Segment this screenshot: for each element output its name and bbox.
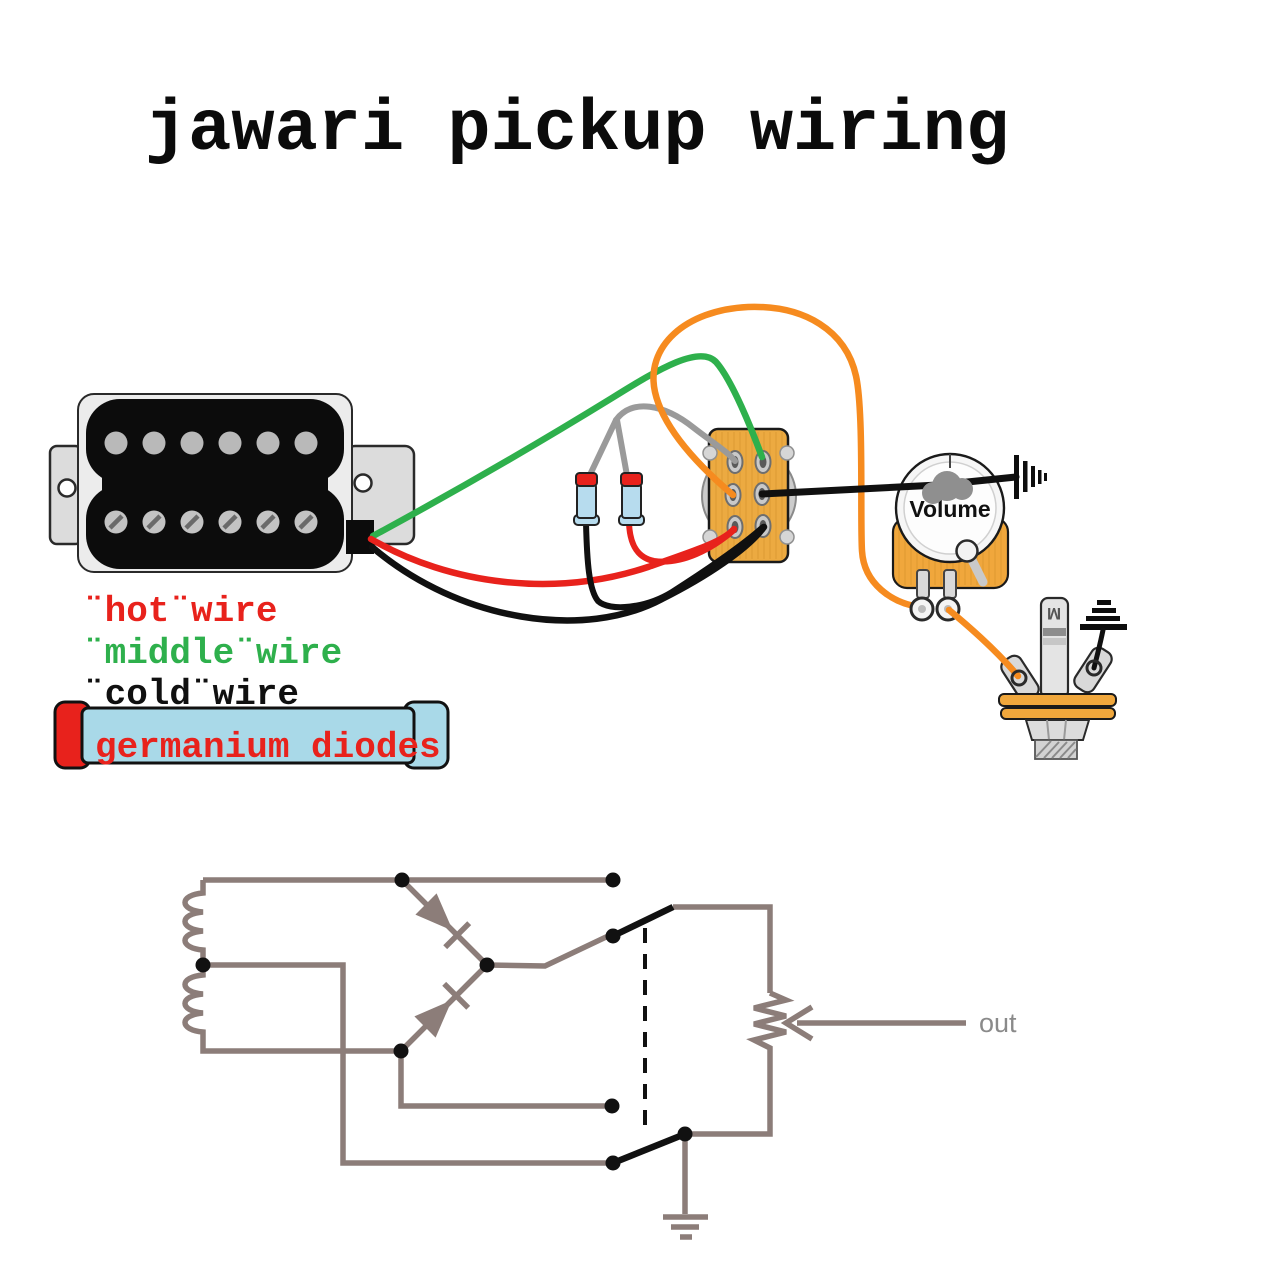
jack-ground-wire xyxy=(1091,627,1106,671)
net-coil-bottom xyxy=(398,1051,612,1109)
ground-icon-jack xyxy=(1080,600,1127,630)
germanium-diode-right xyxy=(618,472,645,526)
humbucker-pickup xyxy=(48,393,416,573)
junction-dots xyxy=(195,872,693,1171)
jack-nut xyxy=(1024,719,1091,741)
wiring xyxy=(367,303,924,624)
diode-band xyxy=(575,472,598,487)
pot-lug-stub xyxy=(943,569,957,599)
schematic: out xyxy=(182,872,1017,1240)
jack-thread-hatch xyxy=(1035,740,1077,759)
page-title: jawari pickup wiring xyxy=(145,89,1009,171)
legend-middle: ¨middle¨wire xyxy=(83,633,342,674)
diode2-triangle xyxy=(414,1000,452,1038)
output-jack: M xyxy=(945,596,1127,760)
legend: ¨hot¨wire ¨middle¨wire ¨cold¨wire german… xyxy=(53,591,450,770)
diode-band xyxy=(620,472,643,487)
diode2-bottom-lead-red xyxy=(626,520,737,565)
legend-diode-capsule xyxy=(53,700,450,770)
orange-wire-switch-to-pot xyxy=(650,303,924,611)
germanium-diode-left xyxy=(573,472,600,526)
jack-nut-facets xyxy=(1046,719,1067,741)
ground-icon-schematic xyxy=(663,1214,708,1240)
switch-notches xyxy=(702,445,795,545)
diode1-bottom-lead-black xyxy=(583,520,766,611)
ground-icon-volume xyxy=(1014,455,1047,499)
pickup-coils-symbol xyxy=(182,880,401,1054)
net-center-tap xyxy=(203,962,613,1166)
jack-lug-hole xyxy=(1085,659,1103,677)
legend-hot: ¨hot¨wire xyxy=(83,591,277,632)
diode1-triangle xyxy=(415,893,453,931)
pickup-bobbin-center xyxy=(102,430,328,538)
switch-blade-top xyxy=(611,904,675,939)
jack-washer-top xyxy=(998,693,1117,707)
out-label: out xyxy=(979,1008,1017,1038)
jack-lug-hole xyxy=(1010,669,1028,687)
jack-tip-label: M xyxy=(1047,604,1061,623)
switch-blade-bottom xyxy=(611,1130,687,1167)
capsule-body xyxy=(80,706,416,765)
pot-third-lug-ring xyxy=(955,539,979,563)
jack-thread xyxy=(1034,739,1078,760)
diode-top-leads-gray xyxy=(584,417,631,484)
pot-lug-stub xyxy=(916,569,930,599)
pot-resistor-symbol xyxy=(685,990,795,1137)
diode-body xyxy=(621,483,642,519)
middle-wire-green xyxy=(369,352,766,540)
pole-pieces xyxy=(104,431,318,455)
gray-wire-to-switch xyxy=(613,403,738,464)
jack-tip-band-dark xyxy=(1043,628,1066,636)
jack-tip-band-light xyxy=(1043,638,1066,645)
cold-wire-black xyxy=(368,523,768,624)
net-switch-to-pot xyxy=(673,904,773,993)
screw-hole-icon xyxy=(57,478,77,498)
legend-diodes-label: germanium diodes xyxy=(95,727,441,768)
diode-body xyxy=(576,483,597,519)
screw-hole-icon xyxy=(353,473,373,493)
diode2-cathode-bar xyxy=(442,981,471,1010)
screw-poles xyxy=(104,510,318,534)
pot-wiper-arrow xyxy=(780,1004,814,1042)
jack-washer-bottom xyxy=(1000,707,1116,720)
orange-wire-pot-to-jack xyxy=(945,606,1022,680)
solder-blob xyxy=(922,471,973,504)
diode1-cathode-bar xyxy=(443,921,472,950)
